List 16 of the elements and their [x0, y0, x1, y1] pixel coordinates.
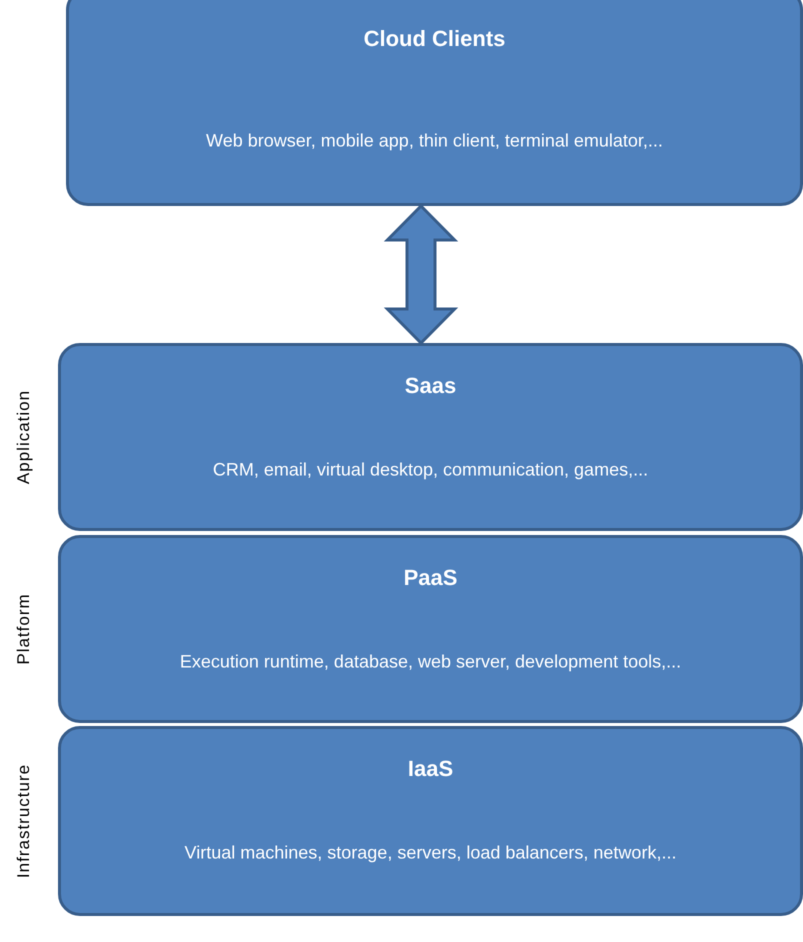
layer-side-label: Platform [14, 593, 34, 665]
layer-description: Execution runtime, database, web server, development tools,... [178, 652, 682, 672]
layer-box [58, 343, 803, 531]
layer-side-label: Infrastructure [14, 764, 34, 878]
layer-title: Cloud Clients [362, 26, 506, 52]
layer-side-label: Application [14, 390, 34, 484]
layer-box [58, 726, 803, 916]
layer-description: Web browser, mobile app, thin client, terminal emulator,... [205, 130, 664, 152]
layer-box [66, 0, 803, 206]
layer-box [58, 535, 803, 723]
layer-title: Saas [404, 373, 458, 399]
layer-description: Virtual machines, storage, servers, load balancers, network,... [184, 842, 678, 864]
layer-title: IaaS [406, 756, 454, 782]
layer-title: PaaS [402, 565, 458, 591]
layer-description: CRM, email, virtual desktop, communication, games,... [212, 460, 650, 480]
double-arrow [384, 204, 458, 346]
